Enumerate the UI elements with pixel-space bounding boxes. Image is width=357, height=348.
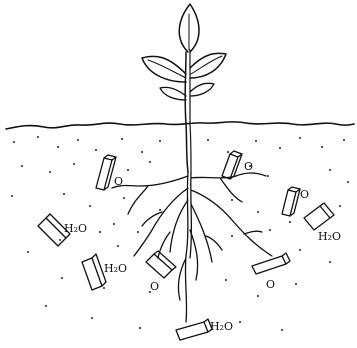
label-h2o-4: H₂O <box>210 320 233 333</box>
water-block-c <box>282 187 300 216</box>
label-o-4: O <box>150 280 159 293</box>
label-o-2: O <box>244 160 253 173</box>
root-system <box>112 172 272 322</box>
water-block-f <box>146 251 176 278</box>
water-block-h <box>304 203 334 230</box>
water-block-g <box>252 253 290 274</box>
water-block-a <box>96 155 116 190</box>
label-h2o-3: H₂O <box>318 230 341 243</box>
soil-surface-line <box>6 122 354 129</box>
water-block-i <box>176 319 212 340</box>
label-h2o-2: H₂O <box>104 262 127 275</box>
label-o-5: O <box>266 278 275 291</box>
lower-right-leaf <box>190 83 214 96</box>
label-o-3: O <box>300 188 309 201</box>
label-h2o-1: H₂O <box>64 222 87 235</box>
label-o-1: O <box>114 175 123 188</box>
plant-stem <box>185 52 188 172</box>
lower-left-leaf <box>160 87 186 100</box>
water-block-e <box>82 254 106 290</box>
